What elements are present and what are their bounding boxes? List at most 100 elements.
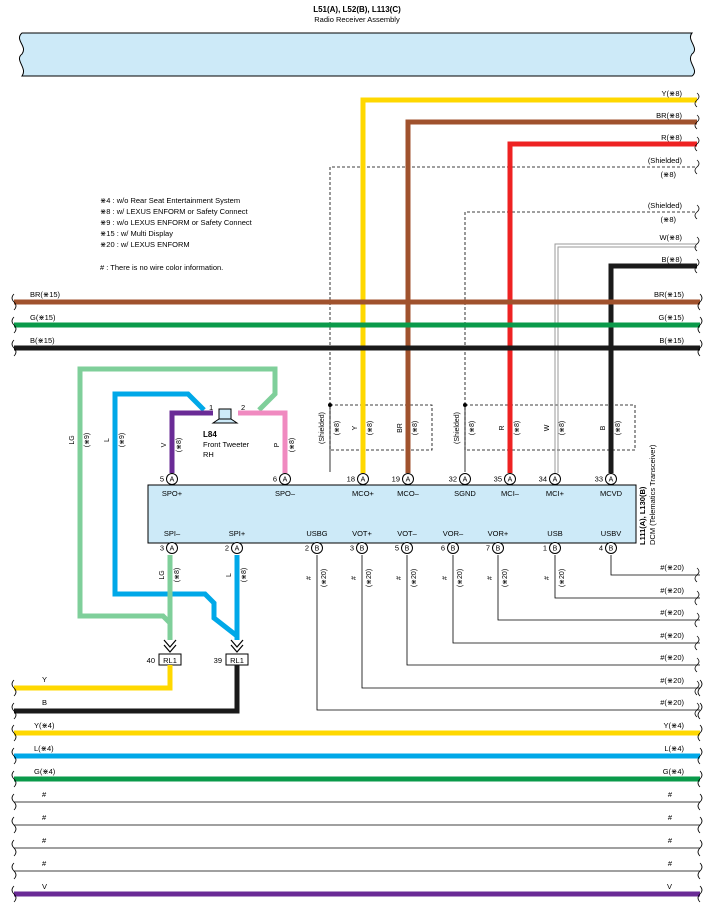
pin-connector-letter: A (283, 477, 288, 484)
bus-label: # (42, 859, 47, 868)
pin-connector-icon (549, 542, 561, 554)
pin-connector-icon (357, 473, 369, 485)
bus-label: Y(⋇4) (664, 721, 685, 730)
break-mark-icon (694, 159, 700, 175)
pin-label: SPO– (275, 489, 296, 498)
bus-label: # (668, 859, 673, 868)
legend-item: ⋇15 : w/ Multi Display (100, 229, 173, 238)
shield-lines (329, 166, 697, 451)
pin-connector-letter: A (508, 477, 513, 484)
pin-label: VOT– (397, 529, 417, 538)
speaker-cone-icon (211, 418, 239, 424)
break-mark-icon (11, 339, 17, 357)
break-mark-icon (11, 293, 17, 311)
pin-number: 1 (543, 544, 547, 553)
bus-label: # (668, 813, 673, 822)
wire-tag: (⋇20) (457, 569, 464, 587)
speaker-icon (218, 408, 232, 420)
break-mark-icon (11, 679, 17, 697)
pin-number: 7 (486, 544, 490, 553)
lower-bus-labels: Y(⋇4) Y(⋇4) L(⋇4) L(⋇4) G(⋇4) G(⋇4) # # … (34, 721, 685, 891)
legend-item: ⋇8 : w/ LEXUS ENFORM or Safety Connect (100, 207, 248, 216)
wire-tag: W (544, 424, 551, 431)
tweeter-id: L84 (203, 430, 217, 439)
radio-receiver-title: Radio Receiver Assembly (314, 15, 400, 24)
break-mark-icon (694, 204, 700, 220)
bus-label: # (42, 790, 47, 799)
wire-b-relay (14, 665, 240, 714)
wire-tag: # (306, 576, 313, 580)
pin-label: VOT+ (352, 529, 372, 538)
break-mark-icon (11, 816, 17, 834)
wire-v-spo-plus (169, 410, 213, 473)
break-mark-icon (694, 114, 700, 130)
wire-tag: LG (159, 570, 166, 579)
wire-b-mcvd (608, 263, 697, 473)
wire-label: B(⋇8) (662, 255, 683, 264)
bus-label: # (42, 813, 47, 822)
pin-number: 2 (225, 544, 229, 553)
wire-tag: V (161, 442, 168, 447)
pin-connector-icon (279, 473, 291, 485)
vertical-wire-tags: (Shielded)(⋇8)Y(⋇8)BR(⋇8)(Shielded)(⋇8)R… (69, 412, 622, 587)
relay-pin-num: 40 (147, 656, 155, 665)
break-mark-icon (697, 793, 703, 811)
pin-connector-letter: A (235, 546, 240, 553)
break-mark-icon (11, 793, 17, 811)
pin-number: 5 (395, 544, 399, 553)
break-mark-icon (694, 590, 700, 606)
pin-connector-letter: A (553, 477, 558, 484)
tweeter-symbol (211, 408, 239, 424)
break-mark-icon (11, 724, 17, 742)
pin-connector-letter: B (553, 546, 558, 553)
tweeter-pin-1: 1 (209, 403, 213, 412)
pin-label: MCO+ (352, 489, 374, 498)
pin-number: 6 (273, 475, 277, 484)
break-mark-icon (11, 316, 17, 334)
break-mark-icon (694, 612, 700, 628)
pin-number: 19 (392, 475, 400, 484)
break-mark-icon (697, 862, 703, 880)
wire-l-loop (112, 391, 239, 638)
pin-label: VOR+ (488, 529, 509, 538)
pin-number: 5 (160, 475, 164, 484)
pin-connector-letter: A (463, 477, 468, 484)
pin-connector-icon (166, 473, 178, 485)
tweeter-name: Front Tweeter (203, 440, 250, 449)
radio-connector-ids: L51(A), L52(B), L113(C) (313, 5, 401, 14)
wire-label: Y(⋇8) (662, 89, 683, 98)
break-mark-icon (697, 702, 703, 720)
pin-connector-icon (605, 542, 617, 554)
wire-tag: # (351, 576, 358, 580)
dcm-module (147, 484, 637, 544)
pin-label: USBV (601, 529, 621, 538)
pin-label: SPO+ (162, 489, 183, 498)
wire-tag: (⋇8) (514, 421, 521, 435)
pin-connector-icon (311, 542, 323, 554)
connector-arrow-icon (230, 639, 244, 653)
wire-label: BR(⋇8) (656, 111, 682, 120)
relay-pin-num: 39 (214, 656, 222, 665)
relay-label: RL1 (163, 656, 177, 665)
wire-tag: L (104, 438, 111, 442)
break-mark-icon (694, 92, 700, 108)
wire-r-mci-minus (507, 141, 697, 473)
break-mark-icon (697, 839, 703, 857)
pin-connector-icon (402, 473, 414, 485)
pin-number: 2 (305, 544, 309, 553)
pin-label: USB (547, 529, 562, 538)
pin-connector-icon (447, 542, 459, 554)
wire-tag: (⋇8) (615, 421, 622, 435)
wire-tag: (⋇20) (321, 569, 328, 587)
break-mark-icon (697, 816, 703, 834)
relay-connector: RL1 RL1 40 39 (147, 639, 249, 666)
pin-label: SGND (454, 489, 476, 498)
wire-label: #(⋇20) (660, 698, 684, 707)
pin-connector-icon (605, 473, 617, 485)
wire-tag: (⋇8) (469, 421, 476, 435)
